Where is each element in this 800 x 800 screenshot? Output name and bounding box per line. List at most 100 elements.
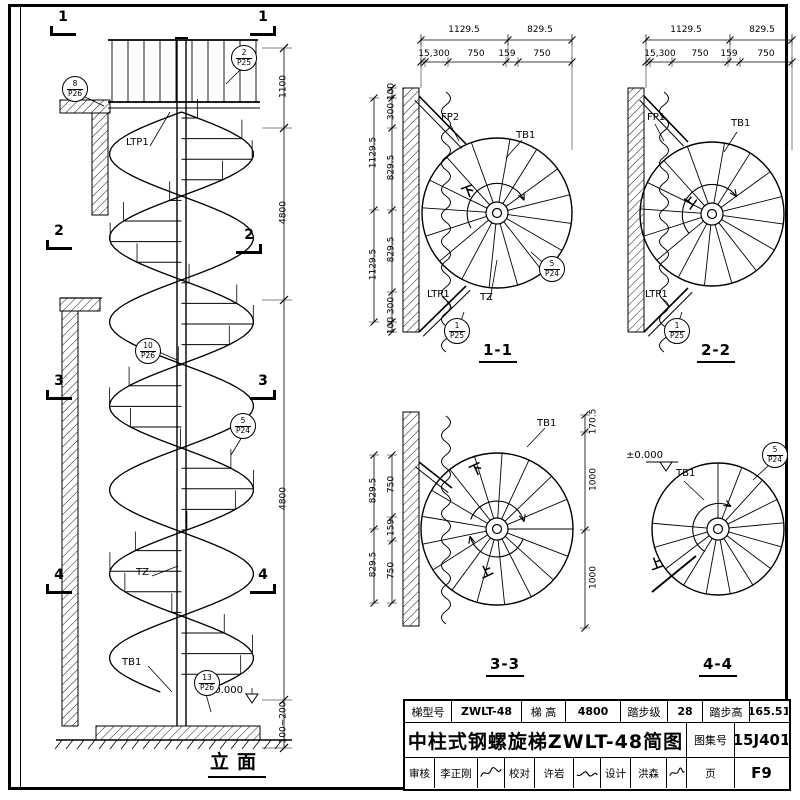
label-tz: TZ — [480, 292, 493, 303]
role-label: 校对 — [505, 758, 535, 788]
dim-label: 100 — [386, 316, 397, 335]
detail-callout: 5 P24 — [762, 442, 788, 468]
spec-key: 踏步级 — [621, 701, 668, 722]
callout-number: 5 — [549, 258, 555, 268]
dim-label: 1129.5 — [368, 136, 379, 169]
title-block: 梯型号 ZWLT-48 梯 高 4800 踏步级 28 踏步高 165.51 中… — [403, 699, 791, 791]
callout-page: P25 — [668, 330, 686, 340]
dim-4800: 4800 — [278, 487, 289, 510]
atlas-number: 15J401 — [735, 731, 788, 749]
dim-label: 750 — [467, 49, 485, 59]
signature-scribble — [480, 767, 502, 777]
callout-page: P26 — [198, 682, 216, 692]
callout-page: P25 — [235, 57, 253, 67]
signature — [574, 758, 601, 788]
sheet-border — [8, 4, 788, 790]
dim-label: 1129.5 — [670, 25, 702, 35]
spec-key: 梯 高 — [522, 701, 566, 722]
detail-callout: 5 P24 — [539, 256, 565, 282]
callout-number: 5 — [240, 415, 246, 425]
plan-title-2-2: 2-2 — [697, 342, 736, 363]
dim-label: 829.5 — [527, 25, 553, 35]
detail-callout: 1 P25 — [664, 318, 690, 344]
signature — [478, 758, 505, 788]
label-ltp1: LTP1 — [427, 289, 450, 300]
callout-number: 5 — [772, 444, 778, 454]
spec-value: 165.51 — [750, 705, 788, 718]
spec-value: ZWLT-48 — [452, 701, 522, 722]
sheet-title: 中柱式钢螺旋梯ZWLT-48简图 — [405, 723, 687, 757]
label-level: ±0.000 — [206, 685, 244, 696]
role-name: 李正刚 — [435, 758, 478, 788]
spec-value: 28 — [668, 701, 703, 722]
label-tb1: TB1 — [516, 130, 536, 141]
binding-margin-line — [20, 4, 21, 790]
dim-label: 1129.5 — [448, 25, 480, 35]
section-marker-3: 3 — [46, 374, 72, 400]
plan-title-3-3: 3-3 — [486, 656, 525, 677]
callout-number: 10 — [143, 340, 153, 350]
section-marker-4: 4 — [46, 568, 72, 594]
callout-number: 2 — [241, 47, 247, 57]
dim-label: 750 — [691, 49, 709, 59]
label-fp1: FP1 — [647, 112, 666, 123]
label-ltp1: LTP1 — [645, 289, 668, 300]
dim-label: 750 — [386, 475, 397, 494]
dim-label: 15,300 — [418, 49, 450, 59]
plan-title-4-4: 4-4 — [699, 656, 738, 677]
dim-1100: 1100 — [278, 75, 289, 98]
detail-callout: 5 P24 — [230, 413, 256, 439]
dim-4800: 4800 — [278, 201, 289, 224]
dim-label: 15,300 — [644, 49, 676, 59]
section-marker-2: 2 — [46, 224, 72, 250]
spec-key: 梯型号 — [405, 701, 452, 722]
detail-callout: 1 P25 — [444, 318, 470, 344]
section-marker-2: 2 — [236, 228, 262, 254]
callout-page: P24 — [766, 454, 784, 464]
dim-label: 750 — [533, 49, 551, 59]
elevation-title: 立面 — [208, 752, 267, 778]
detail-callout: 13 P26 — [194, 670, 220, 696]
section-marker-4: 4 — [250, 568, 276, 594]
dim-label: 829.5 — [749, 25, 775, 35]
dim-label: 829.5 — [386, 154, 397, 181]
label-fp2: FP2 — [441, 112, 460, 123]
title-block-row-signatures: 审核 李正刚 校对 许岩 设计 洪森 页 F9 — [405, 758, 789, 788]
label-level: ±0.000 — [626, 450, 664, 461]
callout-page: P25 — [448, 330, 466, 340]
dim-label: 829.5 — [368, 551, 379, 578]
label-ltp1: LTP1 — [126, 137, 149, 148]
callout-number: 13 — [202, 672, 212, 682]
dim-label: 300 — [386, 102, 397, 121]
callout-number: 1 — [674, 320, 680, 330]
signature-scribble — [668, 767, 685, 776]
callout-page: P26 — [66, 88, 84, 98]
label-tz: TZ — [136, 567, 149, 578]
dim-label: 1000 — [588, 566, 599, 589]
detail-callout: 2 P25 — [231, 45, 257, 71]
label-tb1: TB1 — [731, 118, 751, 129]
role-name: 许岩 — [535, 758, 574, 788]
spec-key: 踏步高 — [703, 701, 750, 722]
detail-callout: 10 P26 — [135, 338, 161, 364]
title-block-row-specs: 梯型号 ZWLT-48 梯 高 4800 踏步级 28 踏步高 165.51 — [405, 701, 789, 723]
dim-label: 829.5 — [386, 236, 397, 263]
role-label: 审核 — [405, 758, 435, 788]
section-marker-3: 3 — [250, 374, 276, 400]
dim-label: 750 — [757, 49, 775, 59]
callout-page: P24 — [543, 268, 561, 278]
dim-label: 1129.5 — [368, 248, 379, 281]
detail-callout: 8 P26 — [62, 76, 88, 102]
callout-number: 1 — [454, 320, 460, 330]
callout-page: P26 — [139, 350, 157, 360]
dim-label: 170.5 — [588, 408, 599, 435]
dim-label: 750 — [386, 561, 397, 580]
atlas-key: 图集号 — [687, 723, 735, 757]
label-tb1: TB1 — [122, 657, 142, 668]
section-marker-1: 1 — [50, 10, 76, 36]
page-number: F9 — [751, 764, 772, 782]
dim-label: 1000 — [588, 468, 599, 491]
section-marker-1: 1 — [250, 10, 276, 36]
